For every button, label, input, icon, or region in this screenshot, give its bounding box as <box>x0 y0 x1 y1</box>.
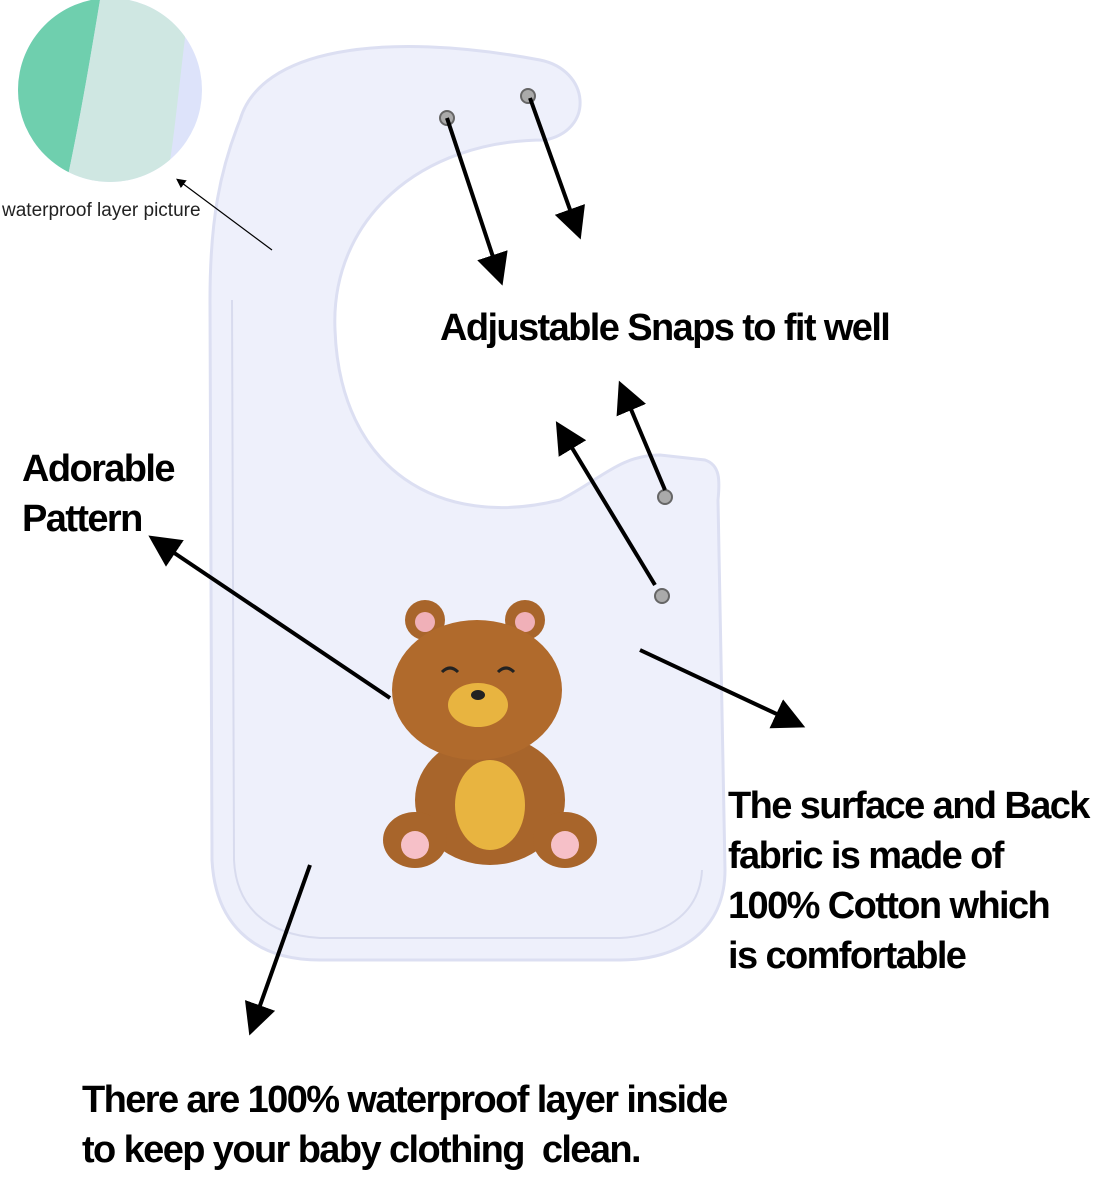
fabric-line: fabric is made of <box>728 835 1004 877</box>
waterproof-layer-caption: waterproof layer picture <box>2 200 201 221</box>
waterproof-layer-inset <box>18 0 202 182</box>
waterproof-line: to keep your baby clothing clean. <box>82 1129 642 1171</box>
pattern-line: Adorable <box>22 448 176 490</box>
bear-pattern <box>383 600 597 868</box>
pattern-line: Pattern <box>22 498 143 540</box>
pattern-callout: Adorable Pattern <box>22 444 176 544</box>
fabric-line: 100% Cotton which <box>728 885 1051 927</box>
snaps-callout: Adjustable Snaps to fit well <box>440 307 891 349</box>
waterproof-line: There are 100% waterproof layer inside <box>82 1079 728 1121</box>
waterproof-callout: There are 100% waterproof layer inside t… <box>82 1075 728 1175</box>
bib-shape <box>208 45 727 962</box>
fabric-callout: The surface and Back fabric is made of 1… <box>728 781 1090 981</box>
callout-arrows <box>148 97 806 1036</box>
fabric-line: is comfortable <box>728 935 967 977</box>
fabric-line: The surface and Back <box>728 785 1090 827</box>
